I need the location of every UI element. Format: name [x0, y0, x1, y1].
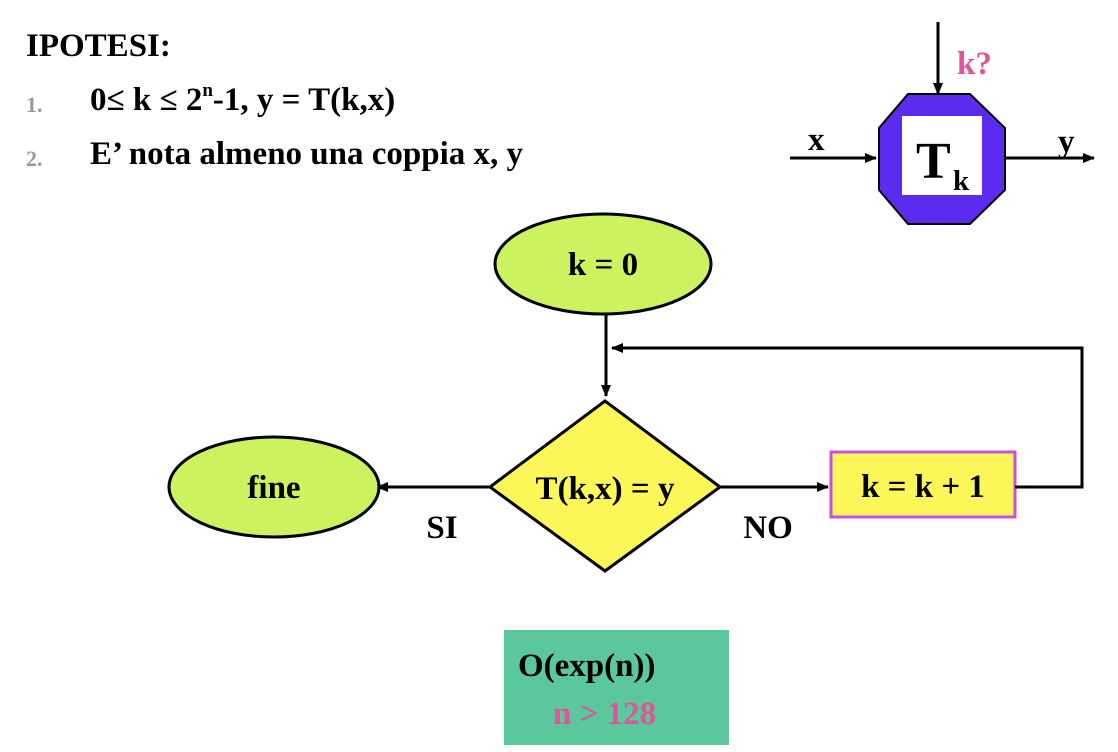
- hypothesis-1-text: 0≤ k ≤ 2n-1, y = T(k,x): [90, 80, 396, 119]
- yes-label: SI: [426, 510, 457, 546]
- hypothesis-1-number: 1.: [26, 92, 43, 117]
- output-label: y: [1058, 124, 1075, 160]
- hypotheses-title: IPOTESI:: [26, 28, 171, 64]
- no-label: NO: [743, 510, 793, 546]
- hypothesis-2-text: E’ nota almeno una coppia x, y: [90, 136, 524, 172]
- decision-node: [487, 399, 723, 573]
- decision-node-label: T(k,x) = y: [536, 471, 675, 507]
- start-node-label: k = 0: [568, 247, 638, 283]
- flowchart: k = 0 T(k,x) = y SI fine NO k = k + 1: [167, 212, 1084, 573]
- block-inner-square: [902, 116, 982, 195]
- block-diagram: k? x T k y: [790, 22, 1095, 225]
- complexity-label: O(exp(n)): [518, 648, 656, 684]
- hypothesis-1-text-post: -1, y = T(k,x): [212, 82, 396, 118]
- end-node: [167, 435, 381, 539]
- block-letter: T: [916, 133, 951, 190]
- block-subscript: k: [953, 165, 970, 197]
- hypothesis-1-superscript: n: [202, 80, 213, 101]
- complexity-condition: n > 128: [553, 696, 657, 732]
- process-node: [829, 450, 1017, 519]
- key-label: k?: [957, 46, 992, 82]
- start-node: [493, 212, 713, 316]
- process-node-label: k = k + 1: [861, 469, 985, 505]
- hypothesis-2-number: 2.: [26, 146, 43, 171]
- end-node-label: fine: [247, 470, 300, 506]
- hypothesis-1-text-pre: 0≤ k ≤ 2: [90, 82, 203, 118]
- loop-back-arrow: [611, 343, 1084, 489]
- input-label: x: [808, 122, 825, 158]
- complexity-box: [504, 630, 729, 745]
